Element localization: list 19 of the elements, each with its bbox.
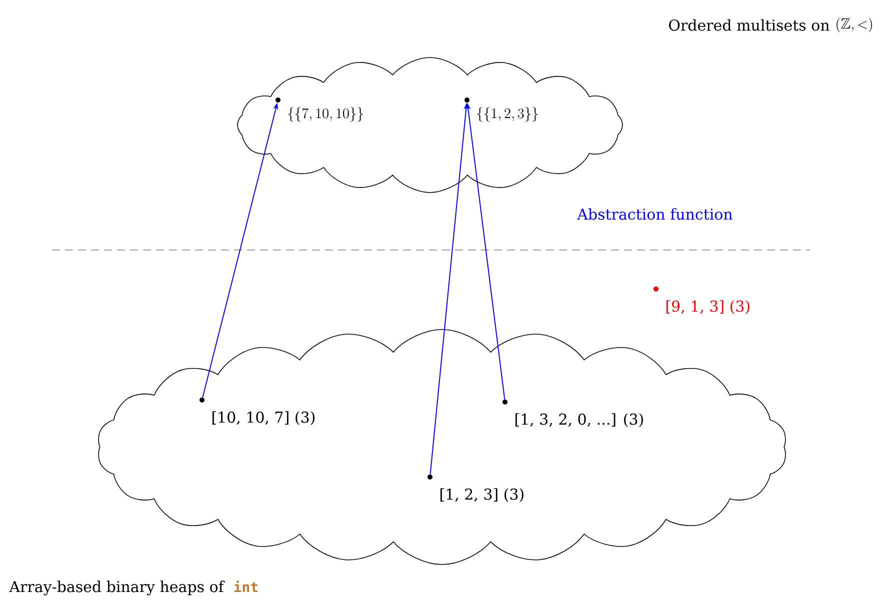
node-label: $\{\{1, 2, 3\}\}$ — [477, 107, 538, 122]
function-label: Abstraction function — [577, 208, 732, 220]
formula: $(\mathbb{Z}, <)$ — [836, 18, 872, 32]
point: [1, 2, 3] (3) — [428, 474, 524, 502]
node-label: [1, 2, 3] (3) — [440, 488, 524, 502]
point: [1, 3, 2, 0, ...] (3) — [502, 400, 643, 427]
cloud — [237, 57, 623, 193]
code-label: int — [234, 580, 258, 592]
cloud — [98, 329, 786, 565]
point: [10, 10, 7] (3) — [200, 398, 314, 425]
point: [9, 1, 3] (3) — [654, 286, 750, 314]
point: $\{\{7, 10, 10\}\}$ — [276, 98, 363, 122]
heading: Array-based binary heaps of — [9, 580, 225, 596]
node-label: [9, 1, 3] (3) — [666, 300, 750, 314]
point: $\{\{1, 2, 3\}\}$ — [464, 98, 538, 122]
node-label: $\{\{7, 10, 10\}\}$ — [288, 107, 363, 122]
node-label: [1, 3, 2, 0, ...] (3) — [515, 413, 643, 427]
node-label: [10, 10, 7] (3) — [212, 411, 314, 425]
heading: Ordered multisets on — [669, 19, 830, 31]
